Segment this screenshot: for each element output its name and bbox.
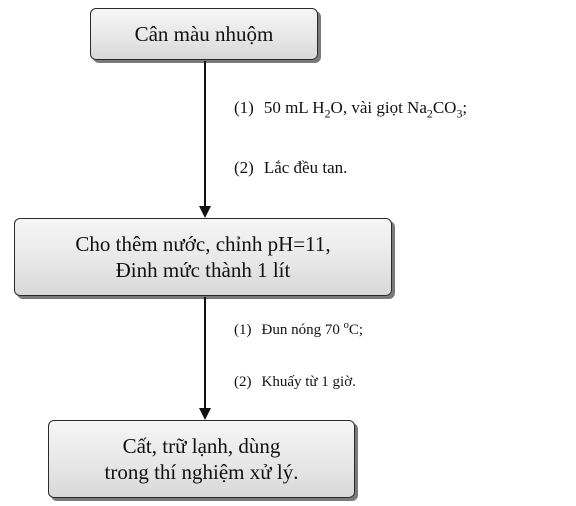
- step-note-2-1: (1) Đun nóng 70 oC;: [234, 320, 364, 339]
- arrow-head-2: [199, 408, 211, 420]
- subscript: 2: [426, 106, 433, 121]
- step-note-2-1-part: C;: [348, 322, 364, 338]
- step-note-1-1-part: ;: [462, 98, 468, 117]
- box2-line2: Đinh mức thành 1 lít: [115, 258, 291, 282]
- superscript: o: [343, 320, 349, 331]
- step-box-adjust-ph: Cho thêm nước, chỉnh pH=11, Đinh mức thà…: [14, 218, 392, 296]
- box3-line2: trong thí nghiệm xử lý.: [104, 460, 299, 484]
- step-note-2-2: (2) Khuấy từ 1 giờ.: [234, 374, 356, 391]
- box3-line1: Cất, trữ lạnh, dùng: [122, 434, 281, 458]
- step-note-1-2-number: (2): [234, 158, 254, 177]
- arrow-line-2: [204, 297, 206, 408]
- box2-line1: Cho thêm nước, chỉnh pH=11,: [75, 232, 331, 256]
- step-note-1-1: (1)50 mL H2O, vài giọt Na2CO3;: [234, 98, 468, 121]
- arrow-head-1: [199, 206, 211, 218]
- step-box-store: Cất, trữ lạnh, dùng trong thí nghiệm xử …: [48, 420, 355, 498]
- step-box-weigh-dye: Cân màu nhuộm: [90, 8, 318, 60]
- step-note-1-2: (2) Lắc đều tan.: [234, 158, 347, 178]
- step-note-1-1-number: (1): [234, 98, 254, 117]
- step-note-2-2-text: Khuấy từ 1 giờ.: [261, 374, 356, 390]
- step-note-1-1-part: O, vài giọt Na: [330, 98, 427, 117]
- step-note-2-2-number: (2): [234, 374, 252, 390]
- step-note-1-1-part: CO: [432, 98, 457, 117]
- step-note-2-1-part: Đun nóng 70: [261, 322, 344, 338]
- arrow-line-1: [204, 61, 206, 206]
- step-note-2-1-number: (1): [234, 322, 252, 338]
- subscript: 3: [456, 106, 463, 121]
- subscript: 2: [324, 106, 331, 121]
- box1-text: Cân màu nhuộm: [134, 22, 274, 46]
- step-note-1-1-part: 50 mL H: [263, 98, 325, 117]
- step-note-1-2-text: Lắc đều tan.: [263, 158, 348, 177]
